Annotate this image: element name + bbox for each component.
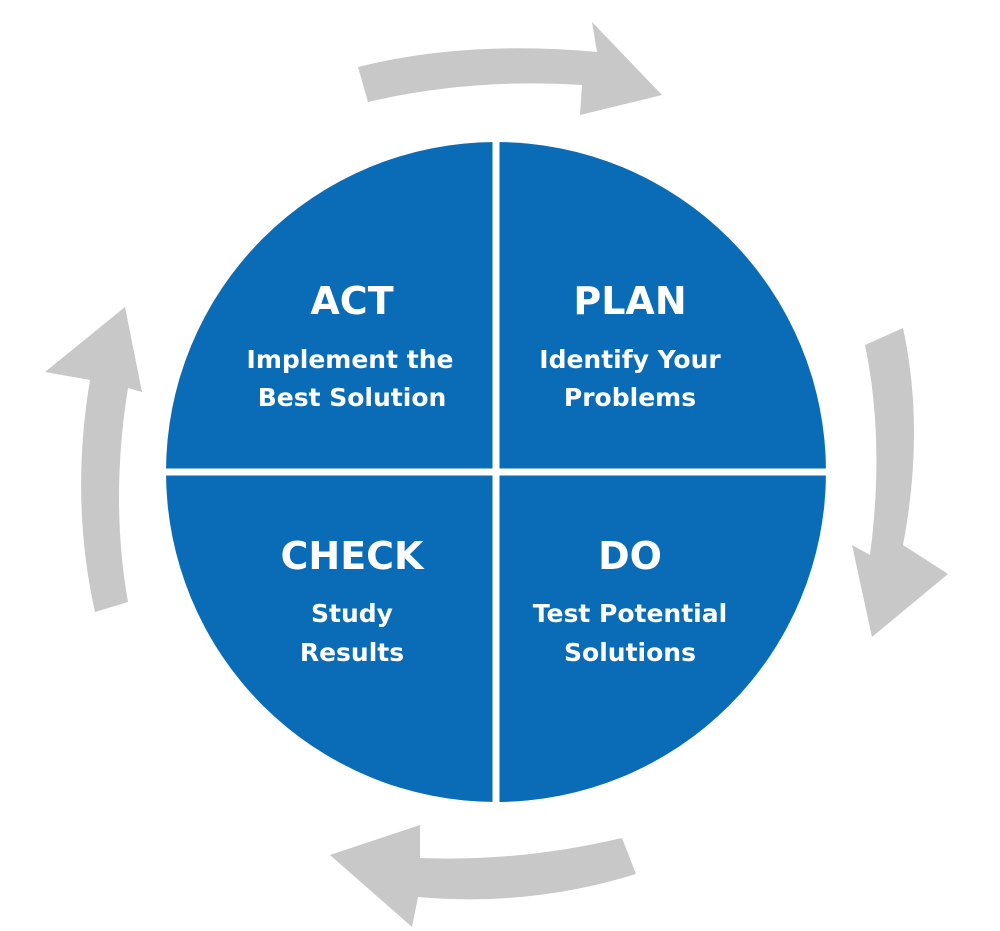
check-title: CHECK	[281, 534, 426, 578]
quadrant-do: DO Test Potential Solutions	[533, 534, 727, 667]
curved-arrow-up-icon	[45, 307, 142, 612]
do-title: DO	[598, 534, 662, 578]
curved-arrow-left-icon	[330, 825, 636, 927]
quadrant-check: CHECK Study Results	[281, 534, 426, 667]
cycle-arrows	[45, 22, 948, 927]
quadrant-plan: PLAN Identify Your Problems	[539, 279, 721, 412]
do-desc-line-1: Test Potential	[533, 599, 727, 628]
quadrant-act: ACT Implement the Best Solution	[247, 279, 454, 412]
check-desc-line-1: Study	[311, 599, 393, 628]
do-desc-line-2: Solutions	[564, 638, 696, 667]
curved-arrow-down-icon	[852, 328, 948, 637]
act-title: ACT	[310, 279, 393, 323]
quadrant-dividers	[155, 130, 838, 815]
plan-desc-line-2: Problems	[564, 383, 696, 412]
plan-title: PLAN	[573, 279, 686, 323]
act-desc-line-2: Best Solution	[258, 383, 447, 412]
check-desc-line-2: Results	[300, 638, 404, 667]
curved-arrow-right-icon	[358, 22, 662, 115]
plan-desc-line-1: Identify Your	[539, 345, 721, 374]
act-desc-line-1: Implement the	[247, 345, 454, 374]
